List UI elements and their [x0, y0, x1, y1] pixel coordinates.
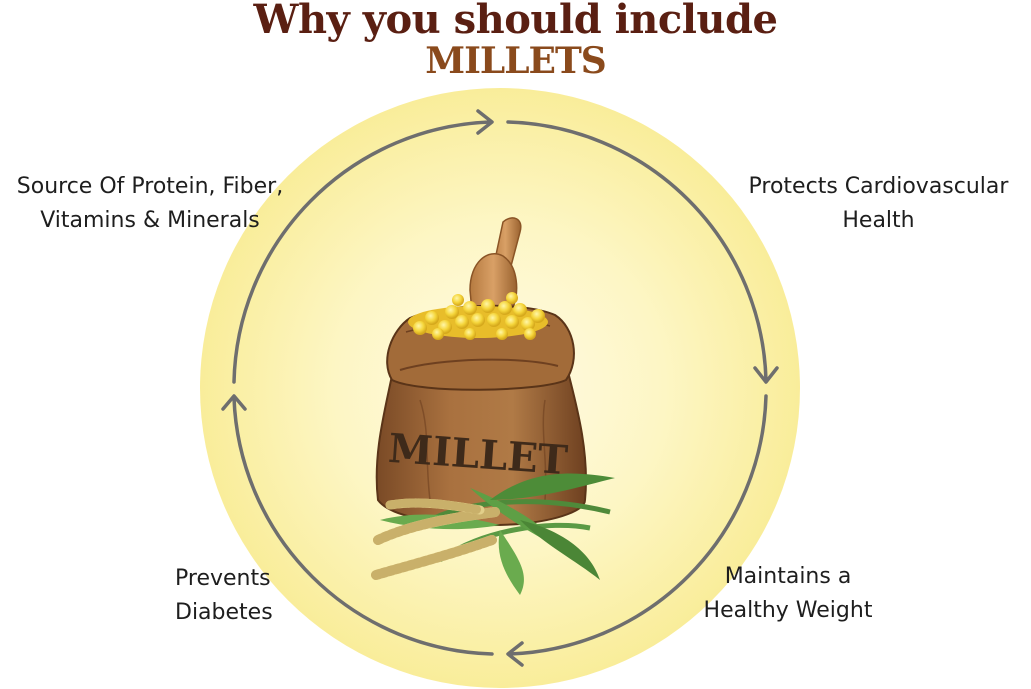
benefit-line: Source Of Protein, Fiber, — [16, 174, 284, 199]
arc-top-left — [232, 120, 492, 384]
cycle-arrows — [221, 109, 779, 667]
benefit-line: Diabetes — [175, 600, 273, 625]
millet-grains — [408, 292, 548, 340]
benefit-cardiovascular: Protects Cardiovascular Health — [726, 170, 1031, 238]
arrowhead-bottom — [506, 641, 524, 667]
benefit-line: Protects Cardiovascular — [748, 174, 1009, 199]
benefit-line: Maintains a — [724, 564, 852, 589]
benefit-healthy-weight: Maintains a Healthy Weight — [688, 560, 888, 628]
title-line-1: Why you should include — [253, 0, 778, 43]
benefit-line: Prevents — [175, 566, 271, 591]
benefit-line: Vitamins & Minerals — [40, 208, 260, 233]
arc-bottom-left — [232, 396, 494, 656]
benefit-line: Health — [842, 208, 915, 233]
arrowhead-left — [221, 394, 247, 411]
arc-top-right — [506, 120, 768, 382]
arrowhead-top — [476, 109, 494, 135]
benefit-prevents-diabetes: Prevents Diabetes — [175, 562, 375, 630]
arrowhead-right — [753, 366, 779, 384]
wooden-scoop-icon — [469, 217, 522, 313]
benefit-protein-fiber: Source Of Protein, Fiber, Vitamins & Min… — [0, 170, 300, 238]
benefit-line: Healthy Weight — [703, 598, 873, 623]
title-line-2: MILLETS — [425, 40, 607, 82]
millet-stalk-icon — [371, 473, 615, 595]
arc-bottom-right — [508, 394, 768, 656]
